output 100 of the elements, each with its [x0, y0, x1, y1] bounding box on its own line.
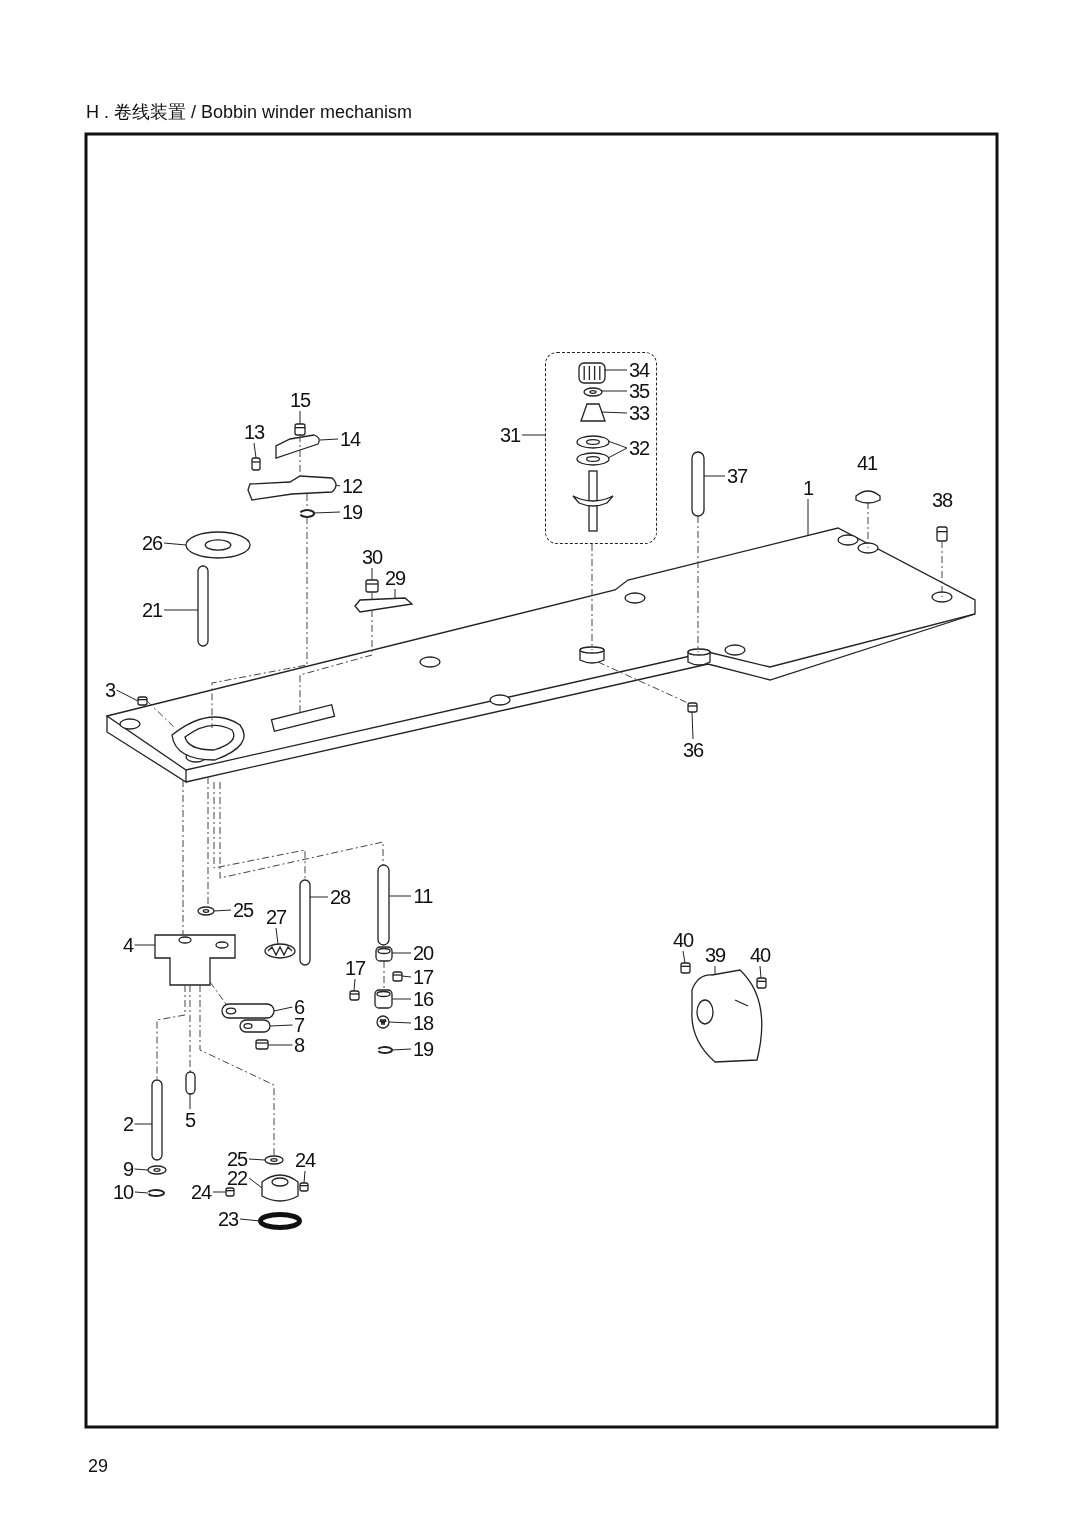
leader-line: [116, 689, 139, 702]
leader-line: [703, 475, 726, 477]
callout-number: 19: [340, 501, 364, 523]
assembly-line: [219, 781, 384, 879]
washer: [147, 1165, 167, 1175]
screw: [680, 962, 691, 974]
leader-line: [163, 609, 199, 611]
collar: [374, 989, 393, 1009]
callout-number: 17: [343, 957, 367, 979]
leader-line: [607, 440, 628, 449]
leader-line: [600, 411, 628, 414]
leader-line: [313, 511, 341, 514]
disc: [576, 452, 610, 466]
leader-line: [388, 895, 412, 897]
callout-number: 30: [360, 546, 384, 568]
assembly-line: [199, 984, 275, 1157]
assembly-line: [211, 516, 308, 729]
pulley: [261, 1174, 299, 1202]
callout-number: 12: [340, 475, 364, 497]
assembly-line: [209, 981, 227, 1005]
callout-number: 23: [216, 1208, 240, 1230]
screw: [687, 702, 698, 713]
callout-number: 15: [288, 389, 312, 411]
leader-line: [394, 588, 396, 600]
callout-number: 41: [855, 452, 879, 474]
assembly-line: [213, 781, 306, 881]
collar: [375, 946, 393, 962]
retaining-ring: [299, 509, 315, 518]
spring: [376, 1015, 390, 1029]
callout-number: 24: [293, 1149, 317, 1171]
leader-line: [134, 1168, 149, 1171]
callout-number: 38: [930, 489, 954, 511]
leader-line: [600, 390, 628, 392]
pin: [299, 879, 311, 966]
pin: [185, 1071, 196, 1095]
callout-number: 25: [231, 899, 255, 921]
callout-number: 28: [328, 886, 352, 908]
callout-number: 40: [671, 929, 695, 951]
disc: [185, 531, 251, 559]
pin: [691, 451, 705, 517]
leader-line: [391, 998, 412, 1000]
link: [221, 1003, 275, 1019]
callout-number: 19: [411, 1038, 435, 1060]
callout-number: 34: [627, 359, 651, 381]
leader-line: [303, 1170, 306, 1184]
retaining-ring: [147, 1189, 165, 1197]
cap: [855, 490, 881, 504]
callout-number: 11: [411, 885, 435, 907]
callout-number: 40: [748, 944, 772, 966]
screw: [365, 579, 379, 593]
assembly-line: [597, 661, 689, 704]
callout-number: 26: [140, 532, 164, 554]
leader-line: [388, 1021, 412, 1024]
screw: [137, 696, 148, 706]
page-number: 29: [88, 1455, 109, 1477]
leader-line: [134, 1123, 153, 1125]
leader-line: [309, 896, 329, 898]
pin: [151, 1079, 163, 1161]
leader-line: [267, 1044, 293, 1046]
cone-nut: [580, 403, 606, 422]
leader-line: [299, 410, 301, 425]
leader-line: [248, 1177, 263, 1189]
screw: [255, 1039, 269, 1050]
leader-line: [521, 434, 546, 436]
callout-number: 35: [627, 380, 651, 402]
leader-line: [248, 1158, 266, 1161]
assembly-line: [591, 543, 593, 651]
bracket: [275, 434, 320, 459]
diagram-title: H . 卷线装置 / Bobbin winder mechanism: [86, 101, 413, 124]
leader-line: [335, 484, 341, 487]
callout-number: 31: [498, 424, 522, 446]
pin: [197, 565, 209, 647]
assembly-line: [941, 540, 943, 598]
leader-line: [134, 1191, 149, 1194]
callout-number: 36: [681, 739, 705, 761]
callout-number: 16: [411, 988, 435, 1010]
assembly-line: [299, 434, 301, 478]
disc: [576, 435, 610, 449]
leader-line: [607, 447, 628, 459]
callout-number: 4: [121, 934, 135, 956]
callout-number: 10: [111, 1181, 135, 1203]
screw: [294, 423, 306, 436]
leader-line: [269, 1024, 293, 1027]
callout-number: 13: [242, 421, 266, 443]
leader-line: [391, 1048, 412, 1051]
leader-line: [213, 909, 232, 912]
leader-line: [212, 1191, 227, 1193]
callout-number: 18: [411, 1012, 435, 1034]
assembly-line: [383, 960, 385, 991]
leader-line: [163, 542, 187, 546]
lever: [247, 475, 337, 501]
callout-number: 33: [627, 402, 651, 424]
assembly-line: [299, 609, 373, 713]
callout-number: 32: [627, 437, 651, 459]
bracket: [154, 934, 236, 986]
callout-number: 3: [103, 679, 117, 701]
callout-number: 17: [411, 966, 435, 988]
link: [239, 1019, 271, 1033]
callout-number: 2: [121, 1113, 135, 1135]
screw: [349, 990, 360, 1001]
